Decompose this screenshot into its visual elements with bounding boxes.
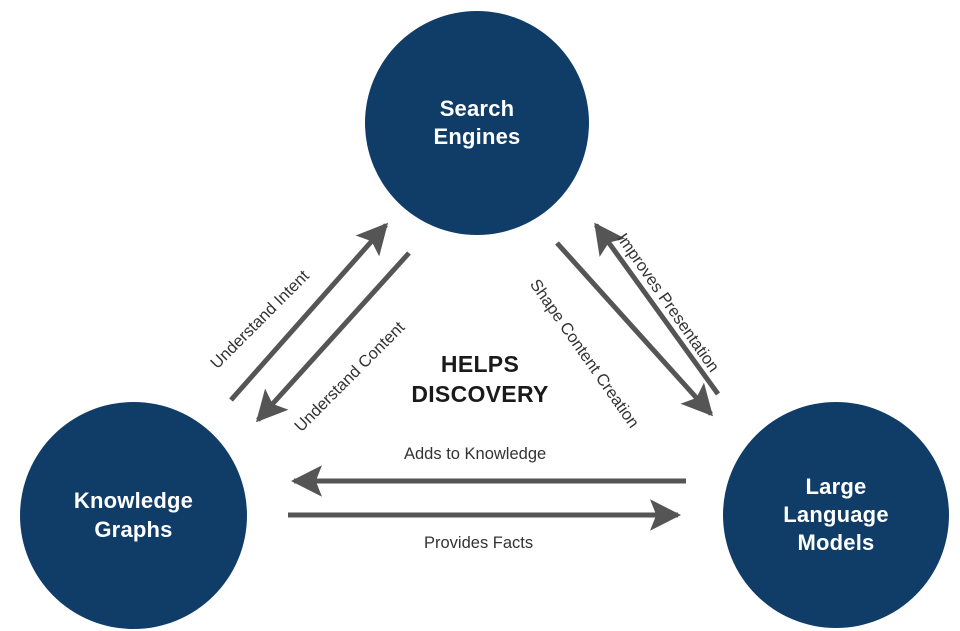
arrow-shape-content-creation xyxy=(555,241,714,417)
node-large-language-models[interactable]: Large Language Models xyxy=(723,402,949,628)
node-search-engines[interactable]: Search Engines xyxy=(365,11,589,235)
node-knowledge-graphs[interactable]: Knowledge Graphs xyxy=(20,402,247,629)
edge-label-adds-to-knowledge: Adds to Knowledge xyxy=(404,445,547,463)
node-knowledge-graphs-label: Knowledge Graphs xyxy=(73,488,194,542)
arrow-improves-presentation xyxy=(593,222,721,396)
center-caption: HELPS DISCOVERY xyxy=(411,351,549,407)
arrow-understand-intent xyxy=(229,222,388,402)
node-search-engines-label: Search Engines xyxy=(433,95,521,149)
edge-label-provides-facts: Provides Facts xyxy=(424,534,534,552)
node-large-language-models-label: Large Language Models xyxy=(783,473,889,556)
arrow-understand-content xyxy=(255,251,411,423)
